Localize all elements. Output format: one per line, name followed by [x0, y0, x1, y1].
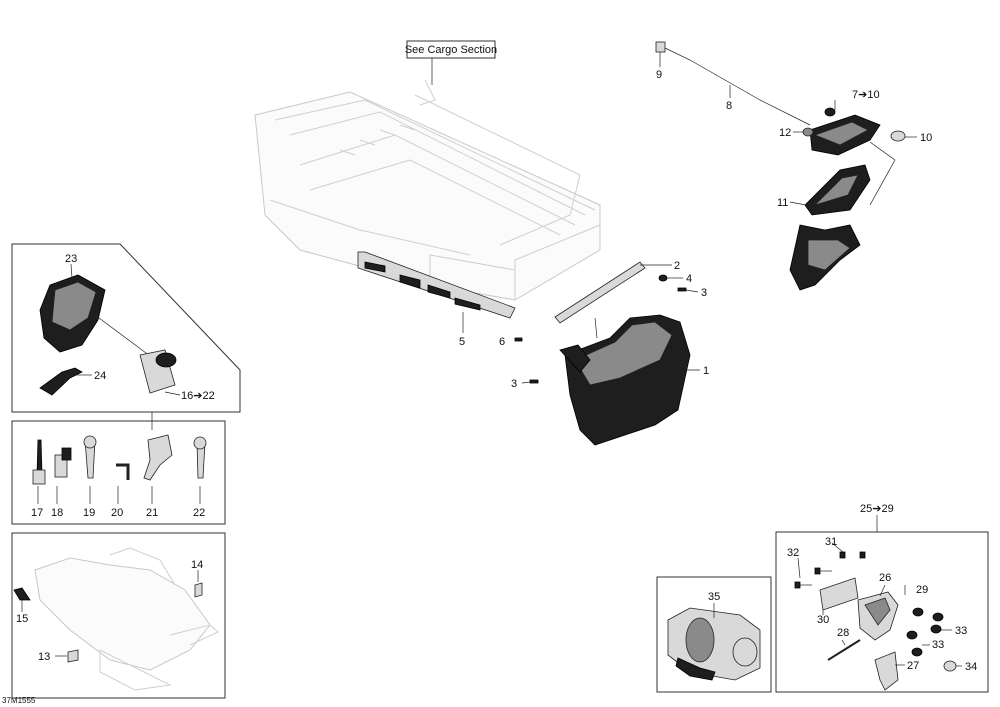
callout-11: 11 — [777, 197, 788, 209]
callout-19: 19 — [83, 507, 95, 519]
callout-9: 9 — [656, 69, 662, 81]
part-5-side-rail — [357, 251, 516, 333]
callout-labels: 1 2 3 3 4 5 6 7➔10 8 9 10 11 12 13 14 15… — [2, 69, 977, 705]
toolkit-bag-box — [11, 243, 241, 413]
callout-28: 28 — [837, 627, 849, 639]
part-8-wire-harness — [655, 41, 811, 126]
callout-17: 17 — [31, 507, 43, 519]
callout-2: 2 — [674, 260, 680, 272]
callout-5: 5 — [459, 336, 465, 348]
cargo-rack-ghost — [254, 79, 601, 301]
callout-13: 13 — [38, 651, 50, 663]
callout-12: 12 — [779, 127, 791, 139]
callout-20: 20 — [111, 507, 123, 519]
callout-21: 21 — [146, 507, 158, 519]
callout-7-10: 7➔10 — [852, 89, 880, 101]
callout-35: 35 — [708, 591, 720, 603]
callout-31: 31 — [825, 536, 837, 548]
callout-6: 6 — [499, 336, 505, 348]
callout-26: 26 — [879, 572, 891, 584]
callout-3a: 3 — [701, 287, 707, 299]
snowmobile-box — [11, 532, 226, 699]
see-cargo-section-label: See Cargo Section — [405, 44, 497, 56]
tools-box — [11, 412, 226, 525]
callout-33a: 33 — [955, 625, 967, 637]
callout-3b: 3 — [511, 378, 517, 390]
bracket-box — [775, 515, 989, 693]
callout-25-29: 25➔29 — [860, 503, 894, 515]
winch-box — [656, 576, 772, 693]
callout-16-22: 16➔22 — [181, 390, 215, 402]
callout-14: 14 — [191, 559, 203, 571]
part-1-storage-bag — [559, 314, 700, 446]
hardware-small — [514, 274, 699, 384]
callout-30: 30 — [817, 614, 829, 626]
callout-15: 15 — [16, 613, 28, 625]
callout-10: 10 — [920, 132, 932, 144]
callout-4: 4 — [686, 273, 692, 285]
callout-1: 1 — [703, 365, 709, 377]
callout-34: 34 — [965, 661, 977, 673]
callout-24: 24 — [94, 370, 106, 382]
callout-32: 32 — [787, 547, 799, 559]
callout-29: 29 — [916, 584, 928, 596]
callout-8: 8 — [726, 100, 732, 112]
part-11-light-housing — [789, 164, 871, 291]
part-2-strip — [554, 261, 672, 324]
drawing-reference: 37M1555 — [2, 696, 36, 705]
callout-33b: 33 — [932, 639, 944, 651]
callout-22: 22 — [193, 507, 205, 519]
callout-18: 18 — [51, 507, 63, 519]
see-cargo-section-note: See Cargo Section — [405, 40, 497, 85]
callout-27: 27 — [907, 660, 919, 672]
part-7-taillight — [793, 100, 917, 206]
callout-23: 23 — [65, 253, 77, 265]
